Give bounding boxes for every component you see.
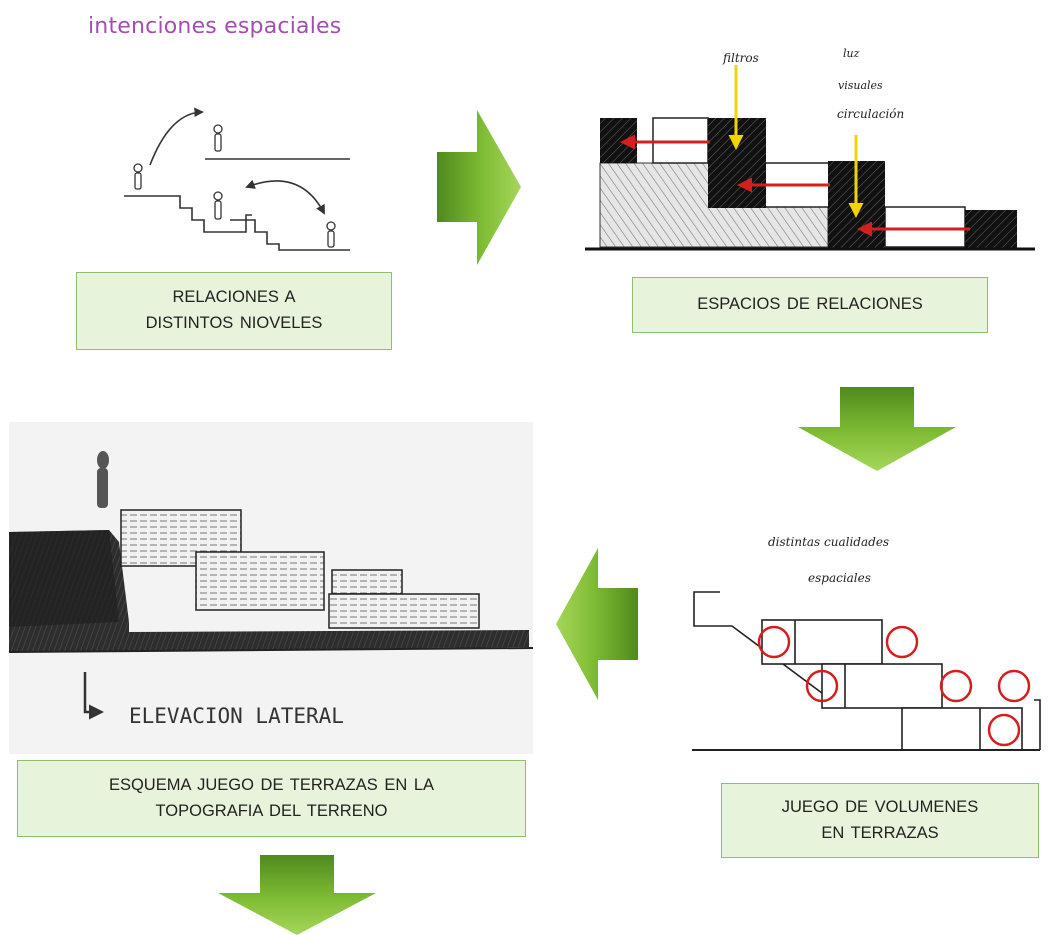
elevacion-sketch: ELEVACION LATERAL bbox=[8, 422, 534, 754]
step-label-relaciones: RELACIONES A DISTINTOS NIOVELES bbox=[76, 272, 392, 350]
arrow-down-icon bbox=[798, 387, 956, 471]
annotation-elevacion: ELEVACION LATERAL bbox=[129, 704, 344, 728]
annotation-luz: luz bbox=[843, 47, 860, 60]
espacios-sketch: filtros luz visuales circulación bbox=[585, 47, 1035, 251]
step-label-esquema: ESQUEMA JUEGO DE TERRAZAS EN LA TOPOGRAF… bbox=[17, 760, 526, 837]
annotation-visuales: visuales bbox=[838, 79, 883, 92]
annotation-circulacion: circulación bbox=[837, 107, 904, 121]
arrow-left-icon bbox=[556, 548, 638, 700]
levels-sketch bbox=[124, 107, 350, 251]
quality-circles bbox=[757, 625, 1031, 747]
annotation-filtros: filtros bbox=[722, 51, 759, 65]
volumenes-sketch: distintas cualidades espaciales bbox=[692, 535, 1041, 751]
arrow-right-icon bbox=[437, 110, 521, 265]
step-label-volumenes: JUEGO DE VOLUMENES EN TERRAZAS bbox=[721, 783, 1039, 858]
person-icon bbox=[133, 124, 336, 248]
arrow-down-icon bbox=[218, 855, 376, 935]
person-silhouette bbox=[97, 451, 109, 508]
step-label-espacios: ESPACIOS DE RELACIONES bbox=[632, 277, 988, 333]
diagram-title: intenciones espaciales bbox=[88, 14, 342, 39]
annotation-cualidades: distintas cualidades bbox=[768, 535, 889, 549]
annotation-espaciales: espaciales bbox=[808, 571, 871, 585]
